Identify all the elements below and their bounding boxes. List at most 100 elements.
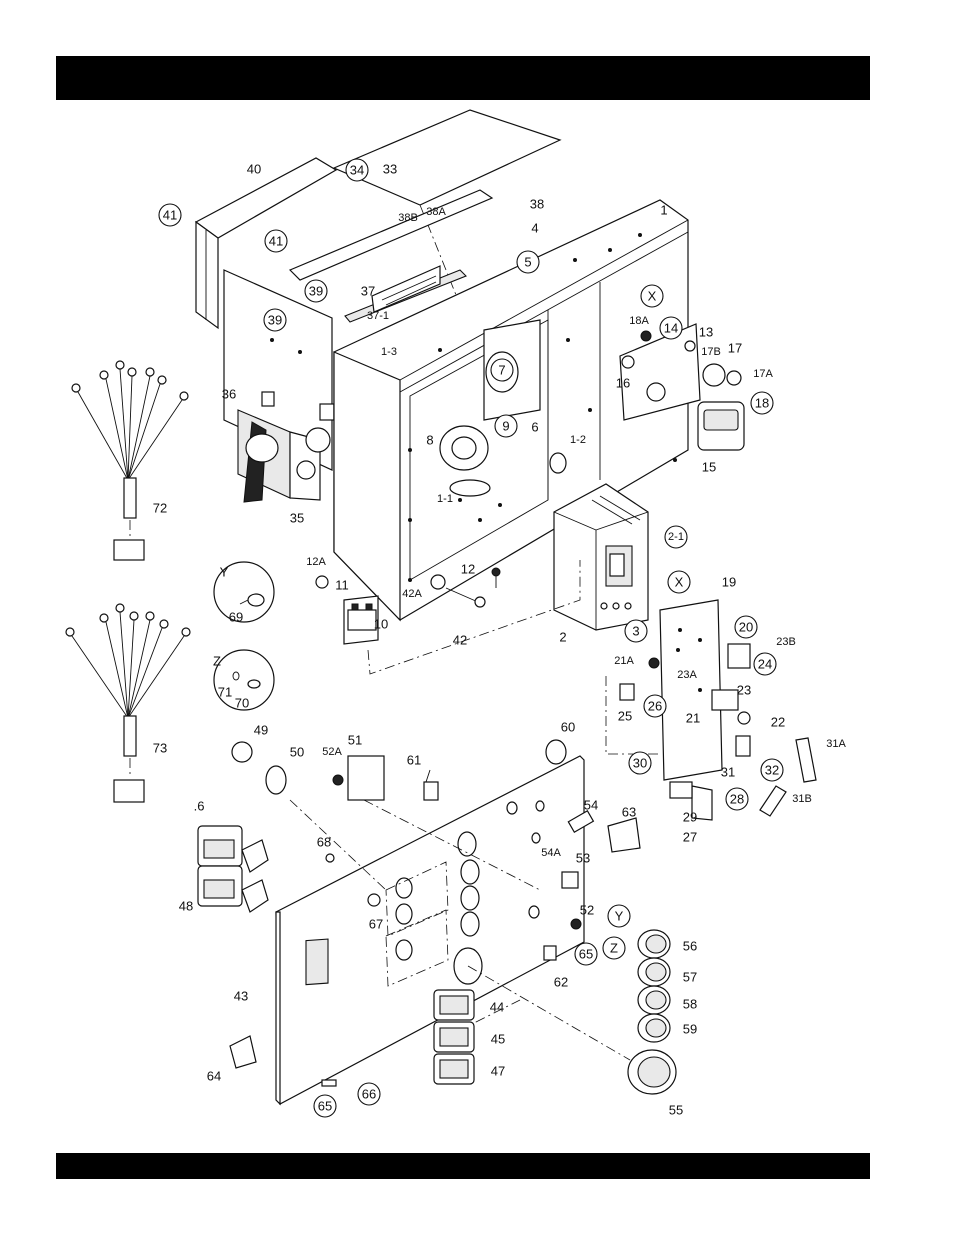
panel-meters [433, 989, 475, 1085]
callout-circle [624, 619, 648, 643]
part-callout: 31B [792, 793, 812, 805]
part-callout: 4 [531, 221, 538, 236]
part-callout: 45 [491, 1032, 505, 1047]
part-callout: 51 [348, 733, 362, 748]
part-callout: 25 [618, 709, 632, 724]
callout-circle [750, 391, 774, 415]
callout-circle [643, 694, 667, 718]
part-callout: 17B [701, 346, 721, 358]
front-panel [275, 755, 585, 1106]
part-callout: 62 [554, 975, 568, 990]
part-callout: 38 [530, 197, 544, 212]
side-panel-assembly [223, 269, 335, 503]
part-callout: 48 [179, 899, 193, 914]
callout-circle [263, 308, 287, 332]
detail-z [213, 649, 275, 711]
part-callout: 17A [753, 368, 773, 380]
part-callout: 54A [541, 847, 561, 859]
part-callout: 29 [683, 810, 697, 825]
callout-circle [490, 358, 514, 382]
part-callout: 26 [648, 699, 662, 714]
part-callout: 22 [771, 715, 785, 730]
part-callout: 1-2 [570, 434, 586, 446]
part-callout: 56 [683, 939, 697, 954]
part-callout: 70 [235, 696, 249, 711]
part-callout: 1-1 [437, 493, 453, 505]
part-callout: 17 [728, 341, 742, 356]
part-callout: 41 [163, 208, 177, 223]
part-callout: 42 [453, 633, 467, 648]
part-callout: 38B [398, 212, 418, 224]
part-callout: 31A [826, 738, 846, 750]
part-callout: 39 [309, 284, 323, 299]
part-callout: 55 [669, 1103, 683, 1118]
part-callout: 1 [660, 203, 667, 218]
contactor-assembly [315, 560, 581, 675]
part-callout: 32 [765, 763, 779, 778]
callout-circle [760, 758, 784, 782]
part-callout: 49 [254, 723, 268, 738]
panel-gauges [467, 929, 677, 1095]
part-callout: 13 [699, 325, 713, 340]
part-callout: 11 [335, 578, 349, 593]
wire-harness-72 [71, 360, 189, 561]
part-callout: 73 [153, 741, 167, 756]
part-callout: 12A [306, 556, 326, 568]
part-callout: 12 [461, 562, 475, 577]
callout-circle [725, 787, 749, 811]
part-callout: 3 [632, 624, 639, 639]
footer-bar [56, 1153, 870, 1179]
callout-circle [607, 904, 631, 928]
part-callout: 15 [702, 460, 716, 475]
part-callout: 33 [383, 162, 397, 177]
part-callout: 63 [622, 805, 636, 820]
callout-circle [664, 525, 688, 549]
part-callout: 72 [153, 501, 167, 516]
main-enclosure [333, 199, 701, 622]
part-callout: Y [615, 909, 624, 924]
part-callout: 21 [686, 711, 700, 726]
part-callout: 54 [584, 798, 598, 813]
detail-y [213, 561, 275, 623]
part-callout: 60 [561, 720, 575, 735]
callout-circle [734, 615, 758, 639]
part-callout: 23A [677, 669, 697, 681]
part-callout: 5 [524, 255, 531, 270]
relay-bracket-assembly [605, 599, 817, 821]
part-callout: Z [213, 654, 221, 669]
part-callout: 27 [683, 830, 697, 845]
part-callout: 65 [318, 1099, 332, 1114]
part-callout: 47 [491, 1064, 505, 1079]
part-callout: 24 [758, 657, 772, 672]
callout-circle [516, 250, 540, 274]
part-callout: 41 [269, 234, 283, 249]
part-callout: 68 [317, 835, 331, 850]
callout-circle [667, 570, 691, 594]
part-callout: 52A [322, 746, 342, 758]
part-callout: 23 [737, 683, 751, 698]
part-callout: 67 [369, 917, 383, 932]
part-callout: 7 [498, 363, 505, 378]
part-callout: 66 [362, 1087, 376, 1102]
callout-circle [357, 1082, 381, 1106]
part-callout: 28 [730, 792, 744, 807]
part-callout: 21A [614, 655, 634, 667]
part-callout: 42A [402, 588, 422, 600]
part-callout: Y [220, 565, 229, 580]
part-callout: 38A [426, 206, 446, 218]
part-callout: 36 [222, 387, 236, 402]
part-callout: 18 [755, 396, 769, 411]
part-callout: X [675, 575, 684, 590]
part-callout: 37 [361, 284, 375, 299]
callout-circle [345, 158, 369, 182]
part-callout: 53 [576, 851, 590, 866]
part-callout: 2-1 [668, 531, 684, 543]
part-callout: 61 [407, 753, 421, 768]
header-bar [56, 56, 870, 100]
part-callout: 65 [579, 947, 593, 962]
callout-circle [313, 1094, 337, 1118]
wire-harness-73 [65, 603, 191, 803]
part-callout: 8 [426, 433, 433, 448]
